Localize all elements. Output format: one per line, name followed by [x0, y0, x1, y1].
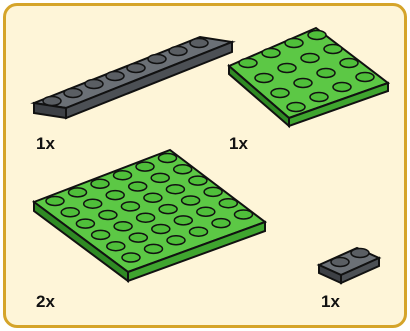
- stud: [218, 197, 239, 209]
- stud: [120, 201, 141, 212]
- stud: [151, 223, 171, 235]
- stud: [82, 198, 103, 209]
- stud: [188, 175, 208, 186]
- stud: [150, 172, 170, 184]
- stud: [211, 217, 231, 229]
- quantity-label-gray-1x8: 1x: [36, 134, 55, 153]
- stud: [188, 226, 209, 237]
- stud: [112, 169, 133, 181]
- stud: [233, 209, 254, 220]
- quantity-label-green-6x6: 2x: [36, 292, 55, 311]
- stud: [172, 164, 193, 175]
- stud: [173, 215, 194, 226]
- stud: [196, 206, 216, 218]
- stud: [180, 195, 201, 206]
- stud: [157, 152, 178, 164]
- stud: [128, 232, 149, 243]
- stud: [75, 218, 96, 229]
- stud: [67, 187, 88, 198]
- stud: [105, 189, 125, 201]
- stud: [135, 161, 155, 172]
- stud: [165, 183, 186, 195]
- stud: [60, 207, 80, 218]
- quantity-label-gray-1x2: 1x: [321, 292, 340, 311]
- stud: [127, 181, 148, 192]
- stud: [166, 235, 186, 246]
- stud: [90, 178, 110, 190]
- quantity-label-green-4x4: 1x: [229, 134, 248, 153]
- stud: [45, 195, 65, 207]
- stud: [113, 221, 133, 232]
- stud: [106, 240, 126, 252]
- stud: [158, 203, 178, 215]
- stud: [90, 229, 111, 241]
- stud: [121, 252, 141, 263]
- stud: [143, 243, 164, 255]
- stud: [203, 186, 223, 198]
- stud: [135, 212, 156, 223]
- stud: [98, 209, 118, 221]
- stud: [143, 192, 163, 204]
